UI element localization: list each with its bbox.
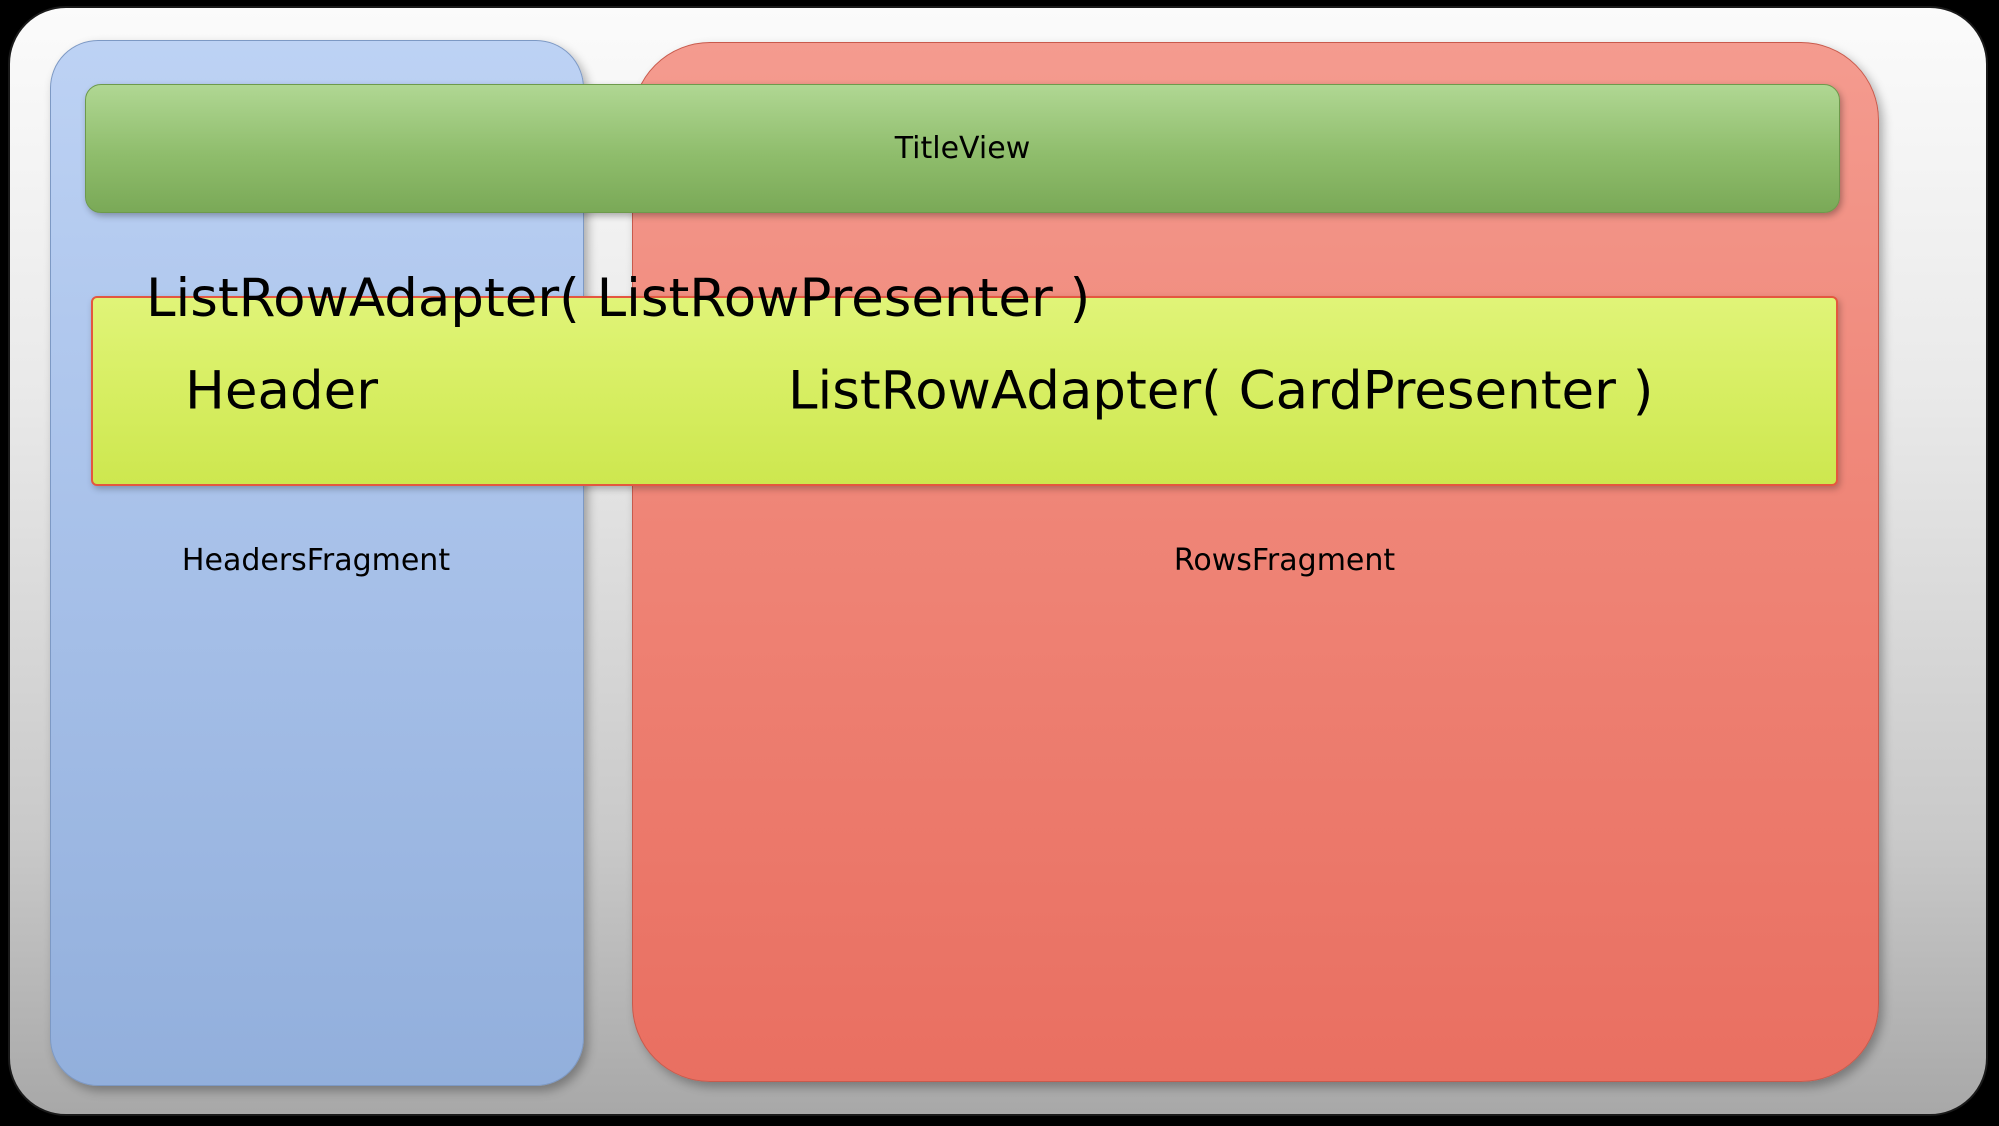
header-row-bar: Header ListRowAdapter( CardPresenter ) <box>91 296 1838 486</box>
list-row-adapter-presenter-text: ListRowAdapter( ListRowPresenter ) <box>146 268 1091 329</box>
rows-fragment-label: RowsFragment <box>1173 543 1396 578</box>
headers-fragment-label: HeadersFragment <box>181 543 451 578</box>
title-view-label: TitleView <box>894 131 1031 166</box>
rows-fragment-box <box>632 42 1879 1082</box>
header-label: Header <box>185 360 378 422</box>
headers-fragment-box <box>50 40 584 1086</box>
list-row-adapter-card-text: ListRowAdapter( CardPresenter ) <box>788 360 1654 422</box>
title-view-bar: TitleView <box>85 84 1840 213</box>
